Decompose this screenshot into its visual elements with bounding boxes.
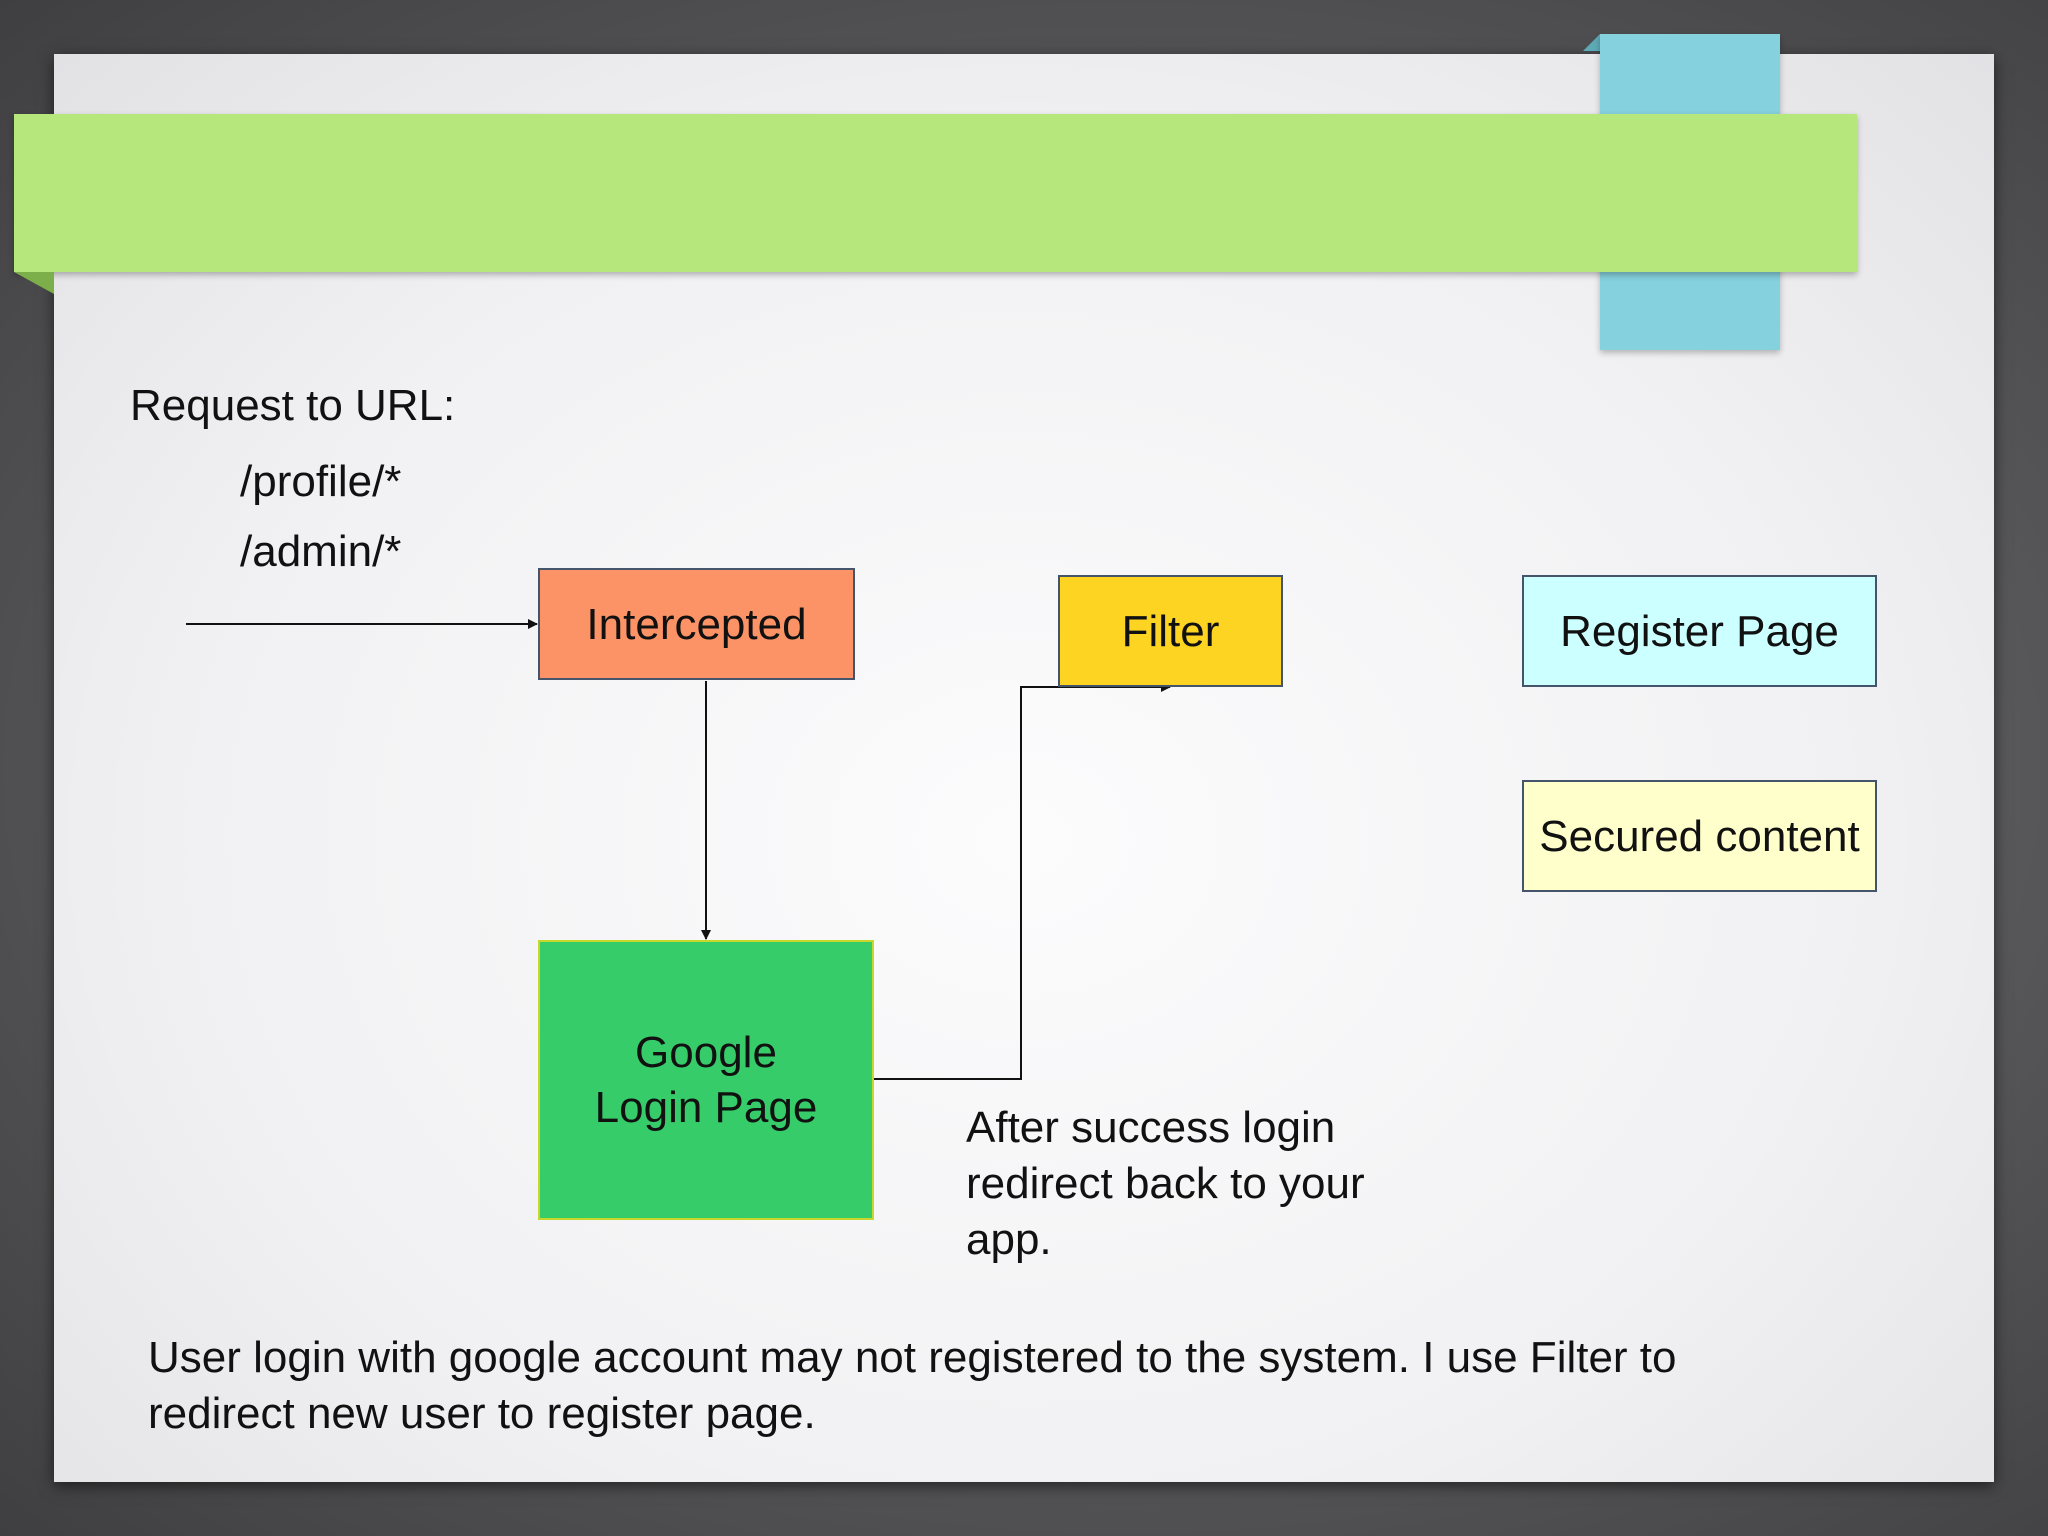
- annotation-line1: After success login: [966, 1103, 1336, 1152]
- register-page-node: Register Page: [1522, 575, 1877, 687]
- google-login-label-line2: Login Page: [594, 1083, 818, 1132]
- google-login-label-line1: Google: [635, 1028, 777, 1077]
- blue-tab-fold: [1583, 34, 1600, 51]
- register-page-label: Register Page: [1560, 606, 1839, 656]
- footer-line1: User login with google account may not r…: [148, 1333, 1677, 1382]
- footer-line2: redirect new user to register page.: [148, 1389, 816, 1438]
- request-path-profile: /profile/*: [240, 457, 402, 506]
- annotation-line2: redirect back to your: [966, 1159, 1365, 1208]
- intercepted-node: Intercepted: [538, 568, 855, 680]
- request-path-admin: /admin/*: [240, 527, 402, 576]
- secured-content-node: Secured content: [1522, 780, 1877, 892]
- intercepted-label: Intercepted: [586, 599, 807, 649]
- title-band: [14, 114, 1857, 272]
- annotation-line3: app.: [966, 1215, 1052, 1264]
- secured-content-label: Secured content: [1539, 811, 1860, 861]
- title-band-fold: [14, 272, 54, 294]
- request-heading: Request to URL:: [130, 381, 456, 430]
- google-login-node: Google Login Page: [538, 940, 874, 1220]
- filter-label: Filter: [1121, 606, 1220, 656]
- filter-node: Filter: [1058, 575, 1283, 687]
